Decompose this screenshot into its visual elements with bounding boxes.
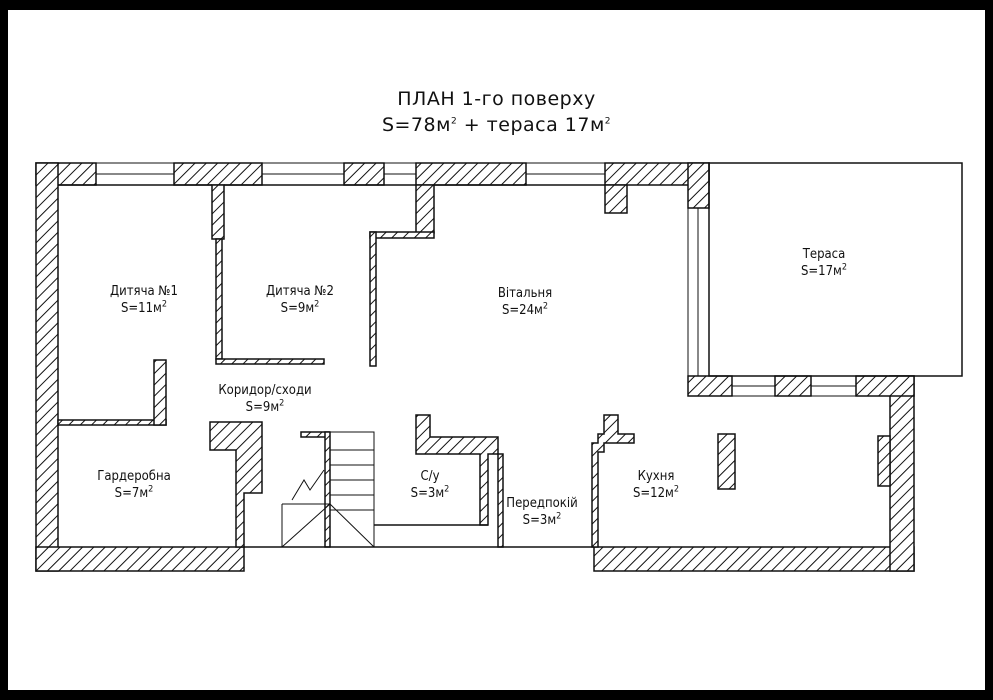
room-name: Коридор/сходи: [218, 383, 312, 398]
wall-hall-kitchen: [591, 414, 635, 548]
wall-living-left: [369, 231, 377, 367]
room-label-kitchen: Кухня S=12м2: [633, 468, 679, 502]
room-name: Дитяча №1: [110, 284, 178, 299]
wall-corridor-block: [209, 421, 263, 548]
wall-notch: [415, 184, 435, 234]
room-label-living: Вітальня S=24м2: [498, 285, 552, 319]
wall-segment: [415, 162, 527, 186]
room-name: Тераса: [802, 247, 846, 262]
room-area: S=3м2: [410, 484, 450, 501]
room-name: С/у: [420, 469, 440, 484]
drawing-sheet: ПЛАН 1-го поверху S=78м2 + тераса 17м2: [8, 10, 985, 690]
stair-box: [329, 431, 375, 548]
room-name: Передпокій: [506, 496, 578, 511]
wall-bottom-left: [35, 546, 245, 572]
wall-pillar: [877, 435, 891, 487]
terrace: [708, 162, 963, 377]
room-label-terrace: Тераса S=17м2: [801, 246, 847, 280]
plan-area-main: S=78м: [381, 114, 451, 136]
plan-title: ПЛАН 1-го поверху: [397, 88, 596, 110]
interior-walls: [57, 184, 736, 548]
room-area: S=7м2: [114, 484, 154, 501]
wall-wardrobe-top: [57, 419, 167, 426]
plan-total-area: S=78м2 + тераса 17м2: [8, 114, 985, 136]
window-frames: [95, 162, 857, 397]
wall-segment: [687, 375, 733, 397]
kitchen-partition: [717, 433, 736, 490]
wall-segment: [173, 162, 263, 186]
wall-hall-left: [497, 453, 504, 548]
wall-segment: [855, 375, 915, 397]
plan-area-exp2: 2: [604, 116, 612, 127]
room-label-hall: Передпокій S=3м2: [506, 495, 577, 529]
stair-break-line: [291, 469, 325, 501]
room-name: Гардеробна: [97, 469, 171, 484]
wall-living-left-top: [369, 231, 435, 239]
room-name: Кухня: [637, 469, 675, 484]
wall-stair-left: [324, 431, 331, 548]
wall-segment: [774, 375, 812, 397]
wall-right: [889, 375, 915, 572]
wall-left: [35, 162, 59, 572]
room-label-kids1: Дитяча №1 S=11м2: [110, 283, 178, 317]
terrace-outline: [708, 162, 963, 377]
plan-area-terrace: + тераса 17м: [457, 114, 605, 136]
room-area: S=24м2: [501, 301, 549, 318]
room-name: Вітальня: [497, 286, 553, 301]
exterior-walls: [35, 162, 915, 572]
floor-plan: [35, 162, 963, 572]
room-label-wc: С/у S=3м2: [411, 468, 450, 502]
wall-segment: [343, 162, 385, 186]
wall-wc: [415, 414, 499, 526]
wall-kids2-bottom: [215, 358, 325, 365]
room-label-kids2: Дитяча №2 S=9м2: [266, 283, 334, 317]
room-name: Дитяча №2: [266, 284, 334, 299]
wall-kids-divider: [211, 184, 225, 240]
room-area: S=12м2: [632, 484, 680, 501]
inner-thin-lines: [58, 184, 605, 548]
room-area: S=9м2: [280, 299, 320, 316]
wall-kids-divider-thin: [215, 238, 223, 360]
room-area: S=11м2: [120, 299, 168, 316]
wall-pillar-kids1: [153, 359, 167, 426]
room-area: S=17м2: [800, 262, 848, 279]
room-label-wardrobe: Гардеробна S=7м2: [97, 468, 171, 502]
wall-bottom-right: [593, 546, 915, 572]
room-area: S=3м2: [522, 511, 562, 528]
room-label-corridor: Коридор/сходи S=9м2: [218, 382, 311, 416]
room-area: S=9м2: [245, 398, 285, 415]
wall-pillar: [604, 184, 628, 214]
wall-segment: [687, 162, 710, 209]
plan-area-exp1: 2: [450, 116, 458, 127]
